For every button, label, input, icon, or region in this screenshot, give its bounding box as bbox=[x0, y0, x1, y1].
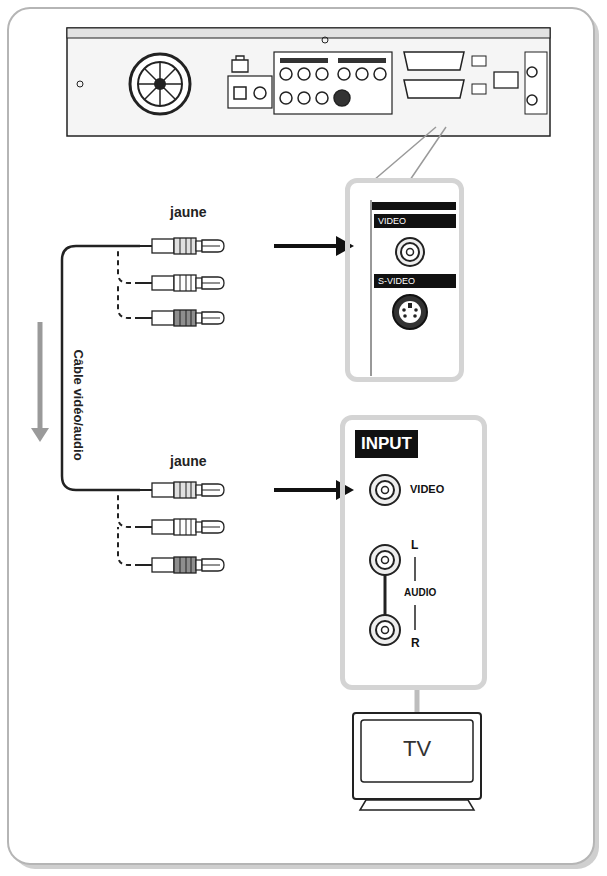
cable-color-label: jaune bbox=[170, 204, 207, 220]
channel-label: L bbox=[411, 538, 418, 552]
rca-plugs bbox=[140, 238, 224, 573]
jack-label: AUDIO bbox=[404, 587, 436, 598]
tv-set: TV bbox=[352, 712, 482, 800]
panel-title: INPUT bbox=[355, 430, 418, 458]
recorder-jacks bbox=[371, 200, 456, 376]
callout-pointer bbox=[415, 690, 420, 712]
tv-input-jacks bbox=[370, 475, 415, 645]
tv-illustration bbox=[360, 720, 474, 810]
jack-label: S-VIDEO bbox=[374, 274, 456, 288]
jack-label: VIDEO bbox=[410, 483, 444, 495]
device-label: TV bbox=[403, 736, 431, 762]
zoom-leader bbox=[374, 127, 446, 180]
zoom-callout-box: VIDEO S-VIDEO bbox=[345, 178, 464, 382]
frame bbox=[8, 8, 594, 864]
input-panel: INPUT VIDEO L AUDIO R bbox=[340, 415, 487, 690]
video-audio-cable bbox=[62, 246, 140, 565]
channel-label: R bbox=[411, 636, 420, 650]
jack-label: VIDEO bbox=[374, 214, 456, 228]
cable-label: Câble vidéo/audio bbox=[71, 349, 86, 460]
recorder-rear-panel bbox=[67, 28, 550, 136]
direction-arrow bbox=[31, 322, 49, 442]
cable-color-label: jaune bbox=[170, 453, 207, 469]
